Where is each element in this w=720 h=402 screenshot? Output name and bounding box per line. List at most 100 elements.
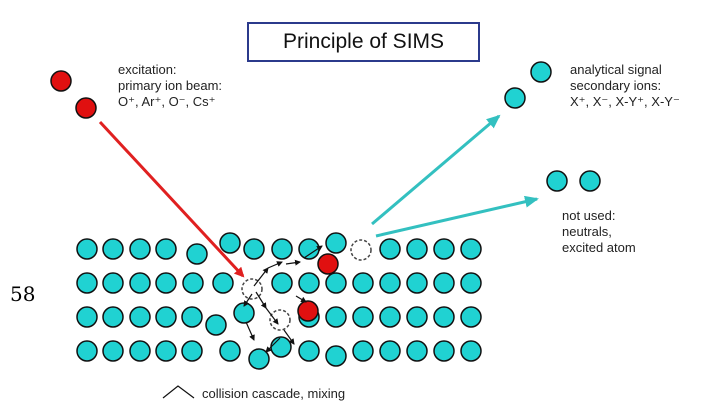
lattice-atom — [155, 340, 177, 362]
lattice-atom — [219, 340, 241, 362]
lattice-atom — [433, 340, 455, 362]
collision-cascade-label: collision cascade, mixing — [202, 386, 345, 402]
neutral-particle-arrow — [375, 195, 539, 238]
lattice-atom — [379, 238, 401, 260]
neutral-atom — [546, 170, 568, 192]
lattice-atom — [379, 272, 401, 294]
lattice-atom — [298, 340, 320, 362]
cascade-arrow — [243, 293, 253, 307]
lattice-atom — [129, 272, 151, 294]
cascade-legend-icon — [162, 385, 195, 399]
implanted-ion — [317, 253, 339, 275]
neutral-atom — [579, 170, 601, 192]
lattice-atom — [76, 272, 98, 294]
crystal-lattice — [76, 232, 482, 370]
lattice-atom — [129, 340, 151, 362]
lattice-atom — [129, 306, 151, 328]
lattice-atom — [102, 272, 124, 294]
lattice-atom — [352, 306, 374, 328]
excitation-line-2: primary ion beam: — [118, 78, 223, 93]
lattice-atom — [406, 238, 428, 260]
lattice-atom — [325, 232, 347, 254]
lattice-atom — [406, 306, 428, 328]
diagram-title-text: Principle of SIMS — [282, 30, 445, 53]
analytical-line-1: analytical signal — [570, 62, 662, 77]
lattice-atom — [182, 272, 204, 294]
lattice-atom — [298, 272, 320, 294]
lattice-atom — [406, 272, 428, 294]
secondary-ion-arrow — [371, 114, 501, 226]
lattice-atom — [155, 306, 177, 328]
lattice-atom — [460, 340, 482, 362]
lattice-atom — [271, 238, 293, 260]
cascade-arrow — [265, 337, 281, 353]
lattice-atom — [205, 314, 227, 336]
lattice-atom — [76, 238, 98, 260]
lattice-atom — [155, 238, 177, 260]
lattice-atom — [243, 238, 265, 260]
lattice-atom — [155, 272, 177, 294]
implanted-ion — [297, 300, 319, 322]
lattice-atom — [433, 238, 455, 260]
excitation-line-1: excitation: — [118, 62, 177, 77]
primary-beam-arrow — [98, 120, 245, 278]
lattice-atom — [102, 306, 124, 328]
lattice-atom — [433, 272, 455, 294]
lattice-atom — [379, 340, 401, 362]
lattice-atom — [460, 238, 482, 260]
secondary-ion — [530, 61, 552, 83]
lattice-atom — [181, 306, 203, 328]
cascade-arrow — [245, 321, 255, 341]
lattice-atom — [325, 306, 347, 328]
analytical-line-2: secondary ions: — [570, 78, 662, 93]
primary-ion — [75, 97, 97, 119]
lattice-atom — [325, 345, 347, 367]
lattice-atom — [248, 348, 270, 370]
collision-cascade-arrows — [243, 245, 323, 353]
not-used-line-1: not used: — [562, 208, 616, 223]
not-used-line-3: excited atom — [562, 240, 636, 255]
analytical-line-3: X⁺, X⁻, X-Y⁺, X-Y⁻ — [570, 94, 680, 109]
page-number: 58 — [10, 282, 36, 306]
lattice-atom — [270, 336, 292, 358]
vacancy — [350, 239, 372, 261]
lattice-atom — [129, 238, 151, 260]
cascade-arrow — [295, 295, 307, 303]
cascade-arrow — [255, 291, 267, 309]
primary-ion — [50, 70, 72, 92]
cascade-arrow — [253, 267, 269, 287]
excitation-label: excitation: primary ion beam: O⁺, Ar⁺, O… — [118, 62, 222, 110]
lattice-atom — [433, 306, 455, 328]
secondary-ion — [504, 87, 526, 109]
collision-cascade-text: collision cascade, mixing — [202, 386, 346, 401]
excitation-line-3: O⁺, Ar⁺, O⁻, Cs⁺ — [118, 94, 216, 109]
lattice-atom — [460, 306, 482, 328]
lattice-atom — [76, 340, 98, 362]
not-used-label: not used: neutrals, excited atom — [562, 208, 636, 256]
cascade-arrow — [285, 259, 301, 266]
analytical-signal-label: analytical signal secondary ions: X⁺, X⁻… — [570, 62, 680, 110]
lattice-atom — [212, 272, 234, 294]
not-used-line-2: neutrals, — [562, 224, 612, 239]
lattice-atom — [219, 232, 241, 254]
lattice-atom — [102, 238, 124, 260]
lattice-atom — [352, 340, 374, 362]
cascade-arrow — [283, 329, 295, 345]
lattice-atom — [181, 340, 203, 362]
lattice-atom — [406, 340, 428, 362]
lattice-atom — [102, 340, 124, 362]
cascade-arrow — [303, 245, 323, 259]
lattice-atom — [352, 272, 374, 294]
lattice-atom — [76, 306, 98, 328]
lattice-atom — [271, 272, 293, 294]
cascade-arrow — [267, 261, 283, 269]
cascade-arrow — [265, 307, 279, 325]
lattice-atom — [186, 243, 208, 265]
lattice-atom — [325, 272, 347, 294]
vacancy — [269, 309, 291, 331]
lattice-atom — [379, 306, 401, 328]
lattice-atom — [460, 272, 482, 294]
lattice-atom — [298, 238, 320, 260]
diagram-title: Principle of SIMS — [247, 22, 480, 62]
